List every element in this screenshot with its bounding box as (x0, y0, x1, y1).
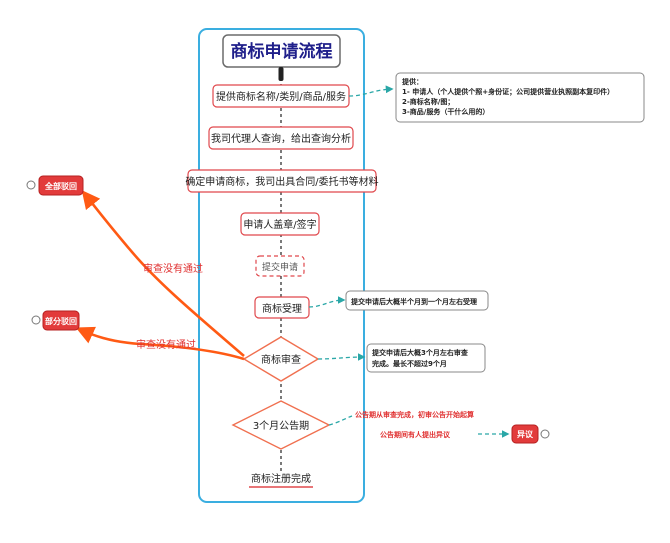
note-notice1-text: 公告期从审查完成，初审公告开始起算 (355, 410, 474, 419)
note-provide-line-0: 提供： (401, 77, 423, 86)
link-review (317, 353, 366, 361)
note-notice2-text: 公告期间有人提出异议 (380, 430, 451, 439)
note-review-line-1: 完成。最长不超过9个月 (372, 359, 447, 368)
outcome-full-text: 全部驳回 (44, 181, 77, 191)
step-box-4 (240, 212, 320, 236)
arrow-partial-rejection (75, 326, 245, 361)
outcome-full-badge (38, 175, 84, 196)
outcome-partial-badge (42, 310, 80, 331)
outcome-objection-badge (511, 424, 539, 444)
note-accept-text: 提交申请后大概半个月到一个月左右受理 (350, 297, 477, 306)
note-provide-line-3: 3-商品/服务（干什么用的） (402, 107, 489, 116)
step-box-2 (208, 126, 354, 150)
objection-marker-icon (540, 429, 550, 439)
link-notice (328, 415, 353, 426)
step-text-4: 申请人盖章/签字 (243, 218, 316, 231)
fail-label-2: 审查没有通过 (136, 338, 196, 351)
arrow-full-rejection (81, 190, 245, 357)
step-text-6: 商标受理 (262, 302, 302, 315)
review-diamond (242, 336, 320, 382)
review-text: 商标审查 (261, 353, 301, 366)
note-review-box (366, 343, 486, 373)
step-box-5 (255, 255, 305, 277)
final-text: 商标注册完成 (251, 472, 311, 485)
link-provide (348, 85, 394, 97)
outcome-partial-text: 部分驳回 (45, 316, 77, 326)
step-text-3: 确定申请商标，我司出具合同/委托书等材料 (185, 175, 378, 188)
step-text-1: 提供商标名称/类别/商品/服务 (216, 90, 346, 103)
note-review-line-0: 提交申请后大概3个月左右审查 (371, 348, 469, 357)
fail-label-1: 审查没有通过 (143, 262, 203, 275)
title-text: 商标申请流程 (231, 41, 333, 62)
step-text-5: 提交申请 (262, 261, 298, 273)
link-accept (308, 296, 346, 308)
flow-frame (198, 28, 365, 503)
note-provide-line-2: 2-商标名称/图； (402, 97, 454, 106)
note-provide-box (395, 72, 645, 123)
step-text-2: 我司代理人查询，给出查询分析 (211, 132, 351, 145)
full-rejection-marker-icon (26, 180, 36, 190)
partial-rejection-marker-icon (31, 315, 41, 325)
note-provide-line-1: 1- 申请人（个人提供个照+身份证；公司提供营业执照副本复印件） (402, 87, 614, 96)
step-box-3 (187, 169, 377, 193)
title-connector (278, 67, 284, 81)
notice-text: 3个月公告期 (253, 419, 309, 432)
outcome-objection-text: 异议 (517, 429, 534, 439)
notice-diamond (231, 400, 331, 450)
note-accept-box (345, 290, 489, 311)
